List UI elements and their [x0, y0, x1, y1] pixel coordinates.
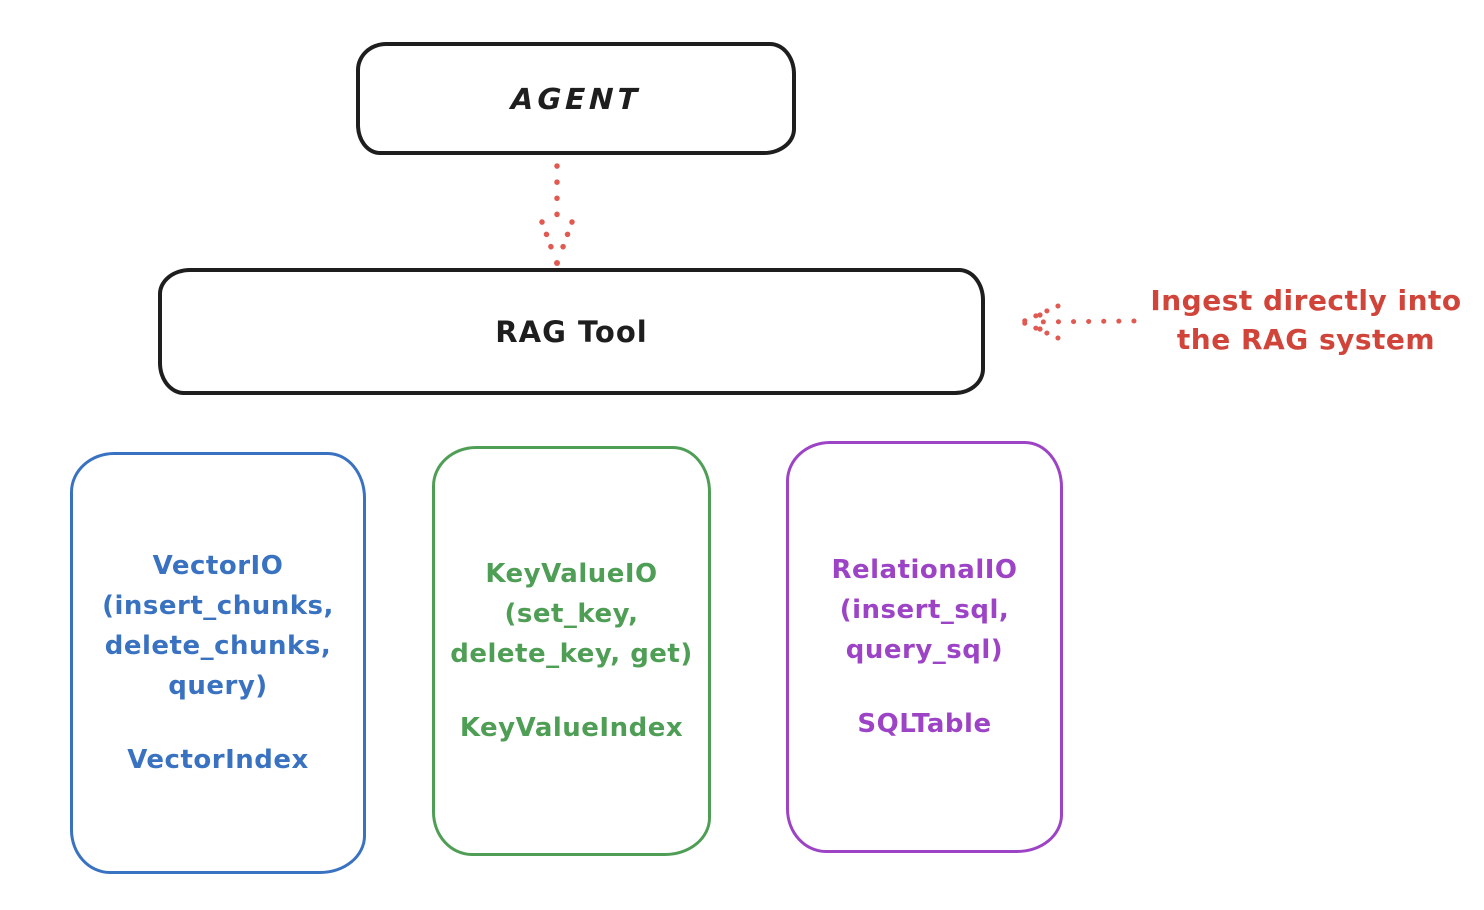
dotted-arrow-down-icon [539, 163, 575, 266]
rag-tool-node: RAG Tool [158, 268, 985, 395]
relational-io-node: RelationalIO (insert_sql, query_sql) SQL… [786, 441, 1063, 853]
relational-io-methods-line-1: (insert_sql, [839, 595, 1010, 625]
sql-table-label: SQLTable [857, 709, 992, 739]
rag-tool-label: RAG Tool [495, 314, 648, 349]
relational-io-methods-line-2: query_sql) [845, 635, 1004, 665]
vector-io-methods-line-2: delete_chunks, [104, 631, 332, 661]
vector-io-methods-line-3: query) [168, 671, 268, 701]
dotted-arrow-left-icon [1019, 303, 1137, 341]
vector-io-node: VectorIO (insert_chunks, delete_chunks, … [70, 452, 366, 874]
relational-io-title: RelationalIO [831, 555, 1018, 585]
keyvalue-io-methods-line-2: delete_key, get) [450, 639, 693, 669]
vector-index-label: VectorIndex [127, 745, 309, 775]
keyvalue-io-title: KeyValueIO [485, 559, 658, 589]
vector-io-methods-line-1: (insert_chunks, [102, 591, 334, 621]
annotation-line-2: the RAG system [1176, 323, 1436, 356]
agent-label: AGENT [510, 81, 642, 116]
vector-io-title: VectorIO [152, 551, 284, 581]
ingest-annotation: Ingest directly into the RAG system [1138, 281, 1474, 359]
annotation-line-1: Ingest directly into [1150, 284, 1462, 317]
keyvalue-io-node: KeyValueIO (set_key, delete_key, get) Ke… [432, 446, 711, 856]
agent-node: AGENT [356, 42, 796, 155]
keyvalue-index-label: KeyValueIndex [459, 713, 684, 743]
keyvalue-io-methods-line-1: (set_key, [504, 599, 639, 629]
